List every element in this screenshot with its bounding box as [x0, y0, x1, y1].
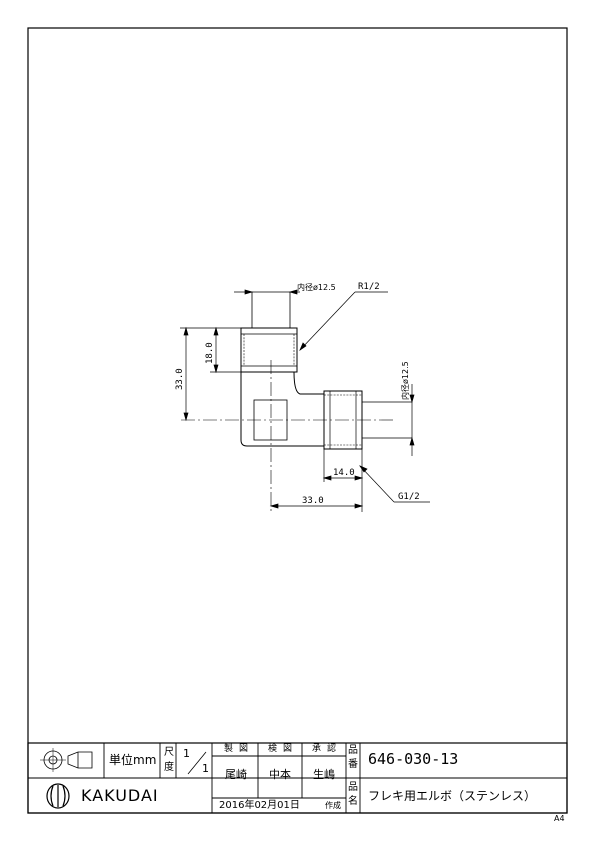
- seizu-name: 尾崎: [225, 768, 247, 781]
- projection-symbol-icon: [40, 748, 93, 772]
- dim-thread-length: 18.0: [205, 342, 215, 364]
- elbow-drawing: [181, 292, 412, 512]
- top-thread: [240, 327, 298, 373]
- seizu-label: 製図: [224, 744, 255, 754]
- hinban-label-1: 品: [348, 745, 358, 756]
- dim-socket-length: 14.0: [333, 468, 355, 478]
- shonin-name: 生嶋: [313, 768, 335, 781]
- dim-inner-diameter-top: 内径ø12.5: [297, 282, 336, 292]
- dim-total-width: 33.0: [302, 496, 324, 506]
- title-block: [27, 742, 568, 814]
- kenzu-label: 検図: [268, 744, 299, 754]
- kenzu-name: 中本: [269, 768, 291, 781]
- part-number: 646-030-13: [368, 750, 459, 768]
- scale-denominator: 1: [202, 762, 209, 775]
- hinmei-label-2: 名: [348, 796, 358, 807]
- dim-total-height: 33.0: [175, 368, 185, 390]
- hinban-label-2: 番: [348, 759, 358, 770]
- elbow-body-outline: [240, 371, 325, 447]
- scale-numerator: 1: [183, 747, 190, 760]
- shonin-label: 承認: [312, 744, 343, 754]
- dimension-lines: [180, 289, 430, 512]
- dim-inner-diameter-right: 内径ø12.5: [400, 361, 410, 400]
- unit-label: 単位mm: [109, 753, 157, 767]
- dim-thread-top: R1/2: [358, 282, 380, 292]
- product-name: フレキ用エルボ（ステンレス）: [368, 789, 537, 803]
- paper-size: A4: [554, 814, 565, 823]
- hinmei-label-1: 品: [348, 782, 358, 793]
- creation-date-suffix: 作成: [325, 801, 341, 810]
- brand-name: KAKUDAI: [81, 786, 159, 805]
- scale-label-2: 度: [164, 762, 174, 773]
- dimension-texts: 内径ø12.5 R1/2 18.0 33.0 内径ø12.5 14.0 33.0…: [175, 282, 420, 506]
- scale-label-1: 尺: [164, 747, 174, 758]
- drawing-border: [27, 27, 568, 814]
- kakudai-logo-icon: [46, 783, 70, 809]
- dim-thread-right: G1/2: [398, 492, 420, 502]
- creation-date: 2016年02月01日: [219, 800, 300, 811]
